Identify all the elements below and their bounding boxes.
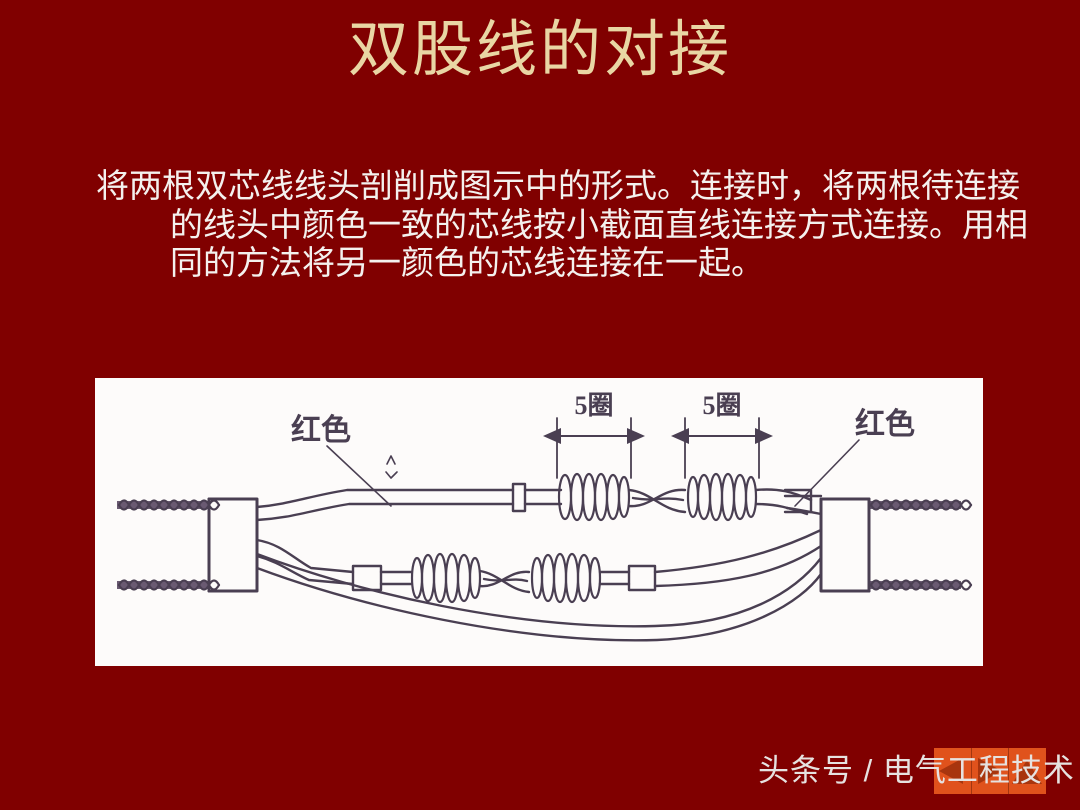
logo-segment-middle [972,748,1010,794]
figure-label-right-color: 红色 [855,408,915,441]
figure-label-turns-1: 5圈 [574,391,613,420]
figure-label-left-color: 红色 [291,414,351,447]
triangle-up-icon [1012,760,1043,784]
figure-label-turns-2: 5圈 [702,391,741,420]
triangle-right-icon [977,758,1002,784]
page-title: 双股线的对接 [347,17,732,84]
triangle-left-icon [939,758,963,784]
wiring-diagram-illustration: 红色 红色 5圈 5圈 [117,391,973,642]
channel-logo-icon [934,748,1046,794]
channel-attribution: 头条号 / 电气工程技术 [758,753,1075,788]
logo-segment-right [1009,748,1046,794]
logo-segment-left [934,748,972,794]
wiring-diagram-panel: 红色 红色 5圈 5圈 [95,378,983,666]
body-paragraph: 将两根双芯线线头剖削成图示中的形式。连接时，将两根待连接的线头中颜色一致的芯线按… [96,169,1028,282]
footer-bar: 头条号 / 电气工程技术 [0,740,1080,810]
